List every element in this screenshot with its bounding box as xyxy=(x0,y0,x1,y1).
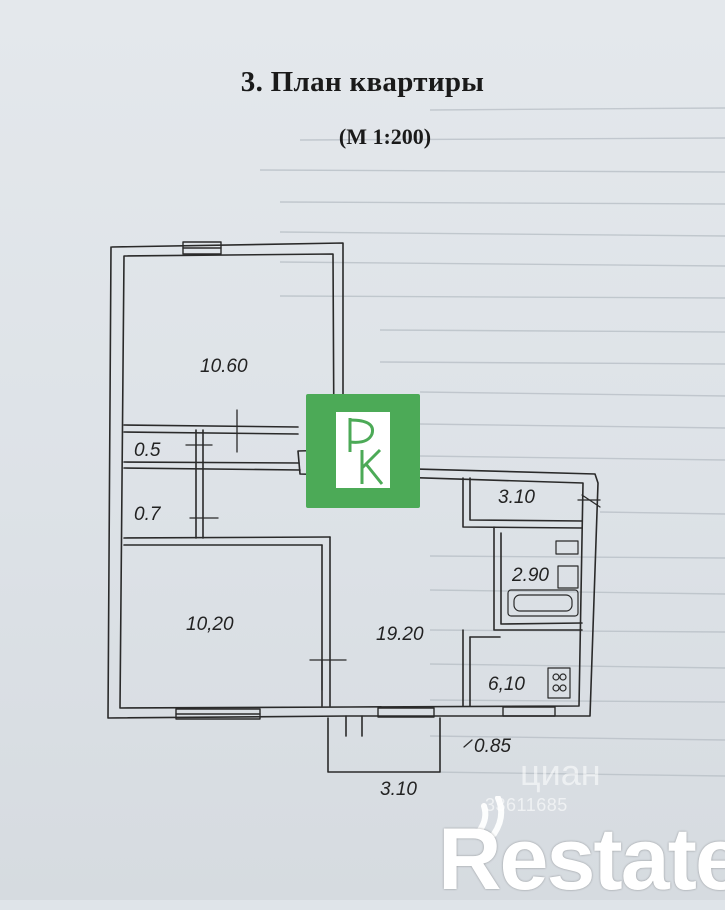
balcony-depth-label: 0.85 xyxy=(474,736,511,757)
rk-letters-icon xyxy=(348,418,384,485)
area-label-toilet: 3.10 xyxy=(498,487,535,508)
area-label-kitchen: 6,10 xyxy=(488,674,525,695)
rk-logo-mark xyxy=(336,412,390,488)
closet-partitions xyxy=(123,424,331,707)
cian-watermark: циан xyxy=(520,752,601,793)
restate-signal-icon xyxy=(477,796,505,837)
door-marks xyxy=(185,409,601,748)
service-walls xyxy=(462,477,583,707)
area-label-closet-a: 0.5 xyxy=(134,440,161,461)
area-label-hall: 19.20 xyxy=(376,624,424,645)
area-label-closet-b: 0.7 xyxy=(134,504,162,525)
scale-note: (М 1:200) xyxy=(338,124,432,149)
area-label-room-left: 10,20 xyxy=(186,614,234,635)
area-label-bath: 2.90 xyxy=(511,565,549,586)
area-label-room-top: 10.60 xyxy=(200,356,248,377)
windows xyxy=(175,241,556,720)
restate-watermark: Restate xyxy=(438,809,725,908)
rk-logo xyxy=(306,394,420,508)
balcony xyxy=(327,715,441,773)
outer-walls xyxy=(107,242,599,719)
bathroom-fixtures xyxy=(507,540,579,699)
page-title: 3. План квартиры xyxy=(240,66,485,98)
balcony-width-label: 3.10 xyxy=(380,779,417,800)
cian-phone-watermark: 33611685 xyxy=(485,795,568,815)
